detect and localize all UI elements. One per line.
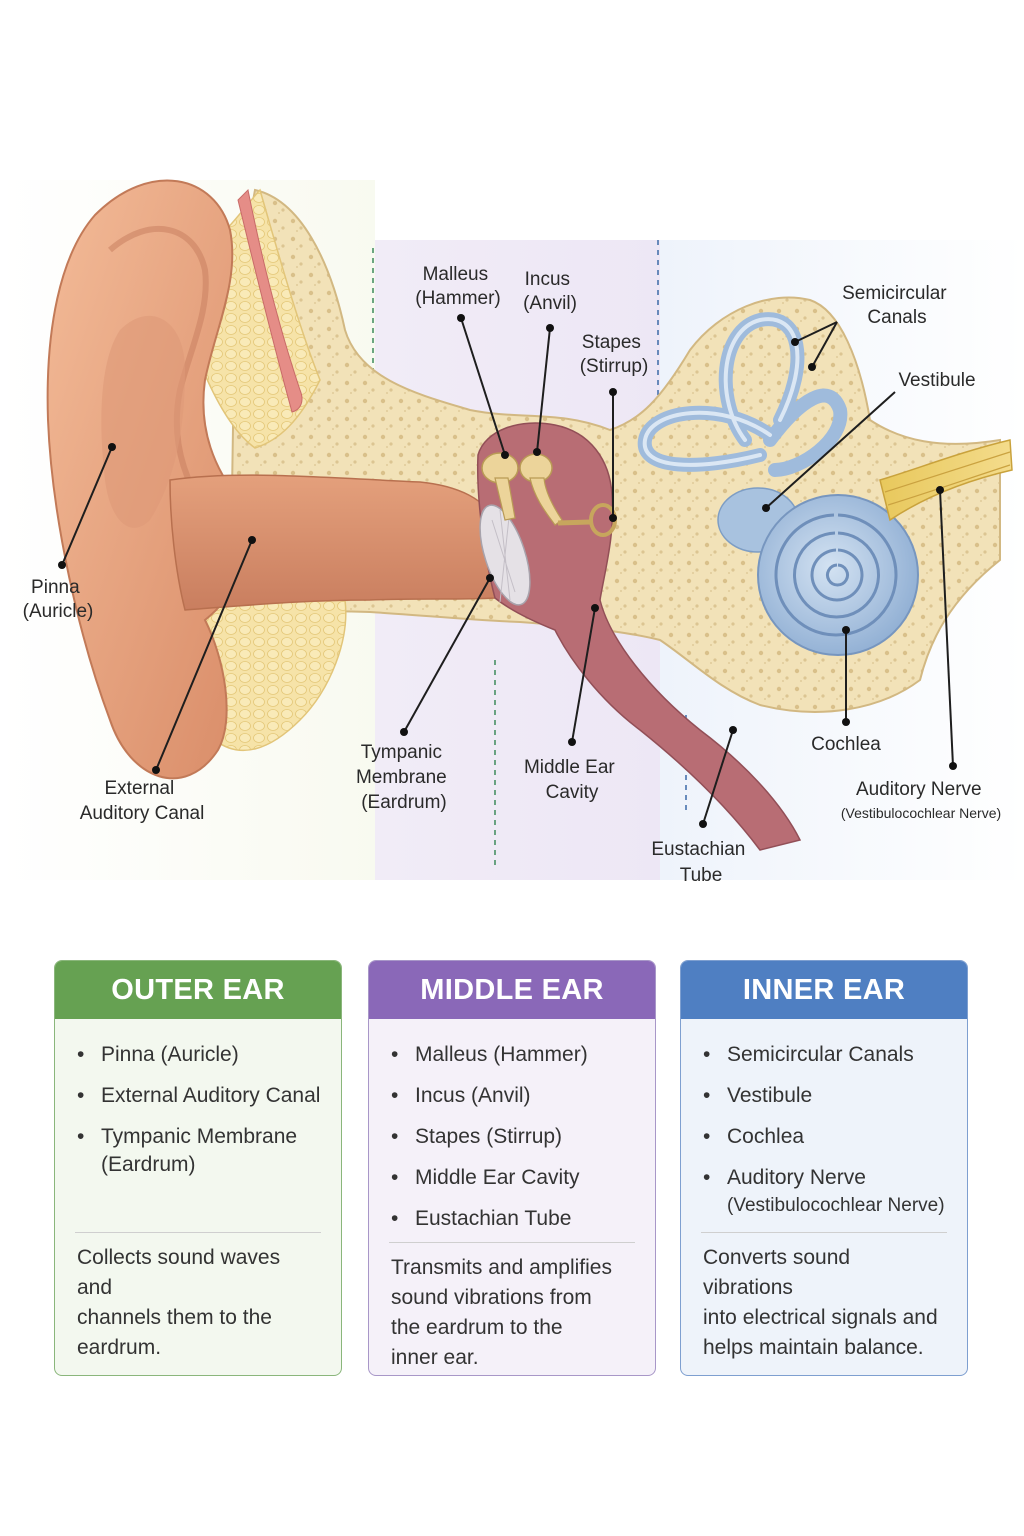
leader-lines — [58, 314, 957, 828]
list-item: Semicircular Canals — [703, 1041, 949, 1069]
label-incus: Incus (Anvil) — [523, 269, 577, 314]
pinna-helix-fold — [108, 226, 209, 512]
description-line: Converts sound vibrations — [703, 1246, 851, 1299]
label-tympanic-membrane: Tympanic Membrane (Eardrum) — [356, 742, 452, 813]
list-item: External Auditory Canal — [77, 1082, 323, 1110]
description-line: the eardrum to the — [391, 1316, 563, 1339]
list-item: Cochlea — [703, 1123, 949, 1151]
inner-ear-description: Converts sound vibrations into electrica… — [681, 1233, 967, 1363]
label-vestibule: Vestibule — [898, 370, 975, 391]
outer-ear-parts-list: Pinna (Auricle) External Auditory Canal … — [55, 1019, 341, 1214]
outer-ear-description: Collects sound waves and channels them t… — [55, 1233, 341, 1363]
label-cochlea: Cochlea — [811, 734, 881, 755]
description-line: into electrical signals and — [703, 1306, 938, 1329]
tympanic-membrane-lines — [491, 507, 516, 603]
skin-layer — [237, 188, 303, 413]
list-item-subtext: (Vestibulocochlear Nerve) — [727, 1195, 945, 1216]
description-line: eardrum. — [77, 1336, 162, 1359]
outer-ear-card: OUTER EAR Pinna (Auricle) External Audit… — [54, 960, 342, 1376]
outer-ear-card-title: OUTER EAR — [55, 961, 341, 1019]
list-item: Stapes (Stirrup) — [391, 1123, 637, 1151]
description-line: Collects sound waves and — [77, 1246, 281, 1299]
cochlea-structure — [757, 494, 919, 656]
list-item-subtext: (Eardrum) — [101, 1153, 196, 1176]
list-item: Incus (Anvil) — [391, 1082, 637, 1110]
label-auditory-nerve: Auditory Nerve (Vestibulocochlear Nerve) — [841, 779, 1001, 821]
ear-anatomy-diagram: Pinna (Auricle) External Auditory Canal … — [0, 179, 1024, 886]
label-pinna: Pinna (Auricle) — [23, 577, 94, 622]
card-divider — [701, 1232, 947, 1233]
list-item: Pinna (Auricle) — [77, 1041, 323, 1069]
label-stapes: Stapes (Stirrup) — [580, 332, 649, 377]
malleus-bone — [481, 452, 519, 521]
cochlea-spiral — [774, 513, 898, 637]
label-semicircular-canals: Semicircular Canals — [842, 283, 952, 328]
middle-ear-description: Transmits and amplifies sound vibrations… — [369, 1243, 655, 1373]
list-item: Auditory Nerve (Vestibulocochlear Nerve) — [703, 1164, 949, 1220]
external-auditory-canal — [169, 474, 496, 611]
description-line: channels them to the — [77, 1306, 272, 1329]
description-line: helps maintain balance. — [703, 1336, 924, 1359]
card-divider — [75, 1232, 321, 1233]
card-divider — [389, 1242, 635, 1243]
label-external-auditory-canal: External Auditory Canal — [80, 778, 205, 824]
auditory-nerve — [879, 439, 1013, 522]
inner-ear-card-title: INNER EAR — [681, 961, 967, 1019]
description-line: Transmits and amplifies — [391, 1256, 612, 1279]
pinna-concha — [101, 315, 185, 528]
list-item: Malleus (Hammer) — [391, 1041, 637, 1069]
middle-ear-cavity — [476, 422, 802, 851]
semicircular-canals-highlight — [642, 317, 800, 467]
list-item-text: Auditory Nerve — [727, 1166, 866, 1189]
middle-ear-card-title: MIDDLE EAR — [369, 961, 655, 1019]
list-item: Eustachian Tube — [391, 1205, 637, 1233]
auditory-nerve-fibers — [884, 451, 1011, 506]
inner-ear-parts-list: Semicircular Canals Vestibule Cochlea Au… — [681, 1019, 967, 1216]
label-eustachian-tube: Eustachian Tube — [651, 839, 750, 886]
description-line: inner ear. — [391, 1346, 479, 1369]
incus-bone — [519, 453, 563, 526]
ear-section-cards: OUTER EAR Pinna (Auricle) External Audit… — [54, 960, 970, 1378]
description-line: sound vibrations from — [391, 1286, 592, 1309]
inner-ear-card: INNER EAR Semicircular Canals Vestibule … — [680, 960, 968, 1376]
middle-ear-parts-list: Malleus (Hammer) Incus (Anvil) Stapes (S… — [369, 1019, 655, 1233]
middle-ear-card: MIDDLE EAR Malleus (Hammer) Incus (Anvil… — [368, 960, 656, 1376]
label-malleus: Malleus (Hammer) — [415, 264, 501, 309]
list-item: Vestibule — [703, 1082, 949, 1110]
list-item: Tympanic Membrane (Eardrum) — [77, 1123, 323, 1179]
list-item: Middle Ear Cavity — [391, 1164, 637, 1192]
list-item-text: Tympanic Membrane — [101, 1125, 298, 1148]
label-middle-ear-cavity: Middle Ear Cavity — [524, 757, 620, 803]
